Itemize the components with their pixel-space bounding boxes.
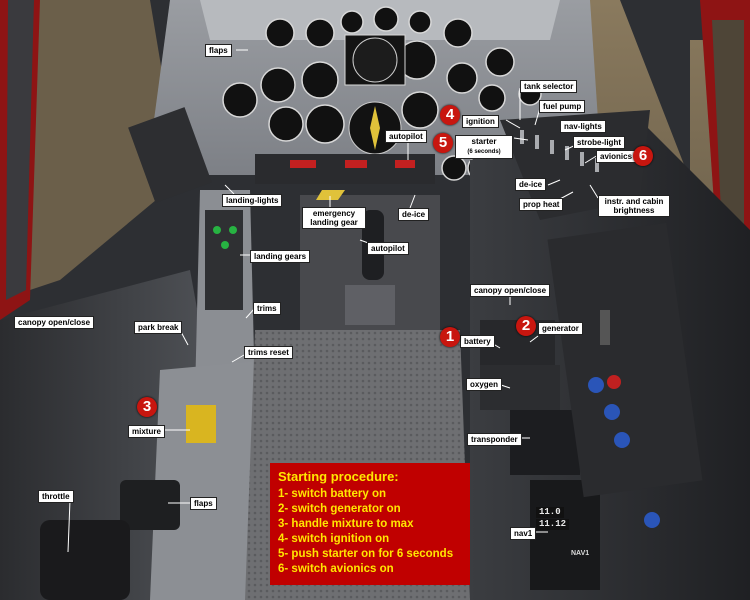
procedure-step-5: 5- push starter on for 6 seconds: [278, 548, 454, 560]
label-trims: trims: [253, 302, 281, 315]
label-trims-reset: trims reset: [244, 346, 293, 359]
procedure-step-2: 2- switch generator on: [278, 503, 401, 515]
label-transponder: transponder: [467, 433, 522, 446]
procedure-title: Starting procedure:: [278, 469, 399, 484]
nav1-freq-standby: 11.12: [536, 519, 570, 530]
procedure-step-4: 4- switch ignition on: [278, 533, 390, 545]
label-starter-note: (6 seconds): [467, 149, 501, 155]
step-badge-starter: 5: [433, 133, 453, 153]
starting-procedure-box: Starting procedure: 1- switch battery on…: [270, 463, 470, 585]
label-oxygen: oxygen: [466, 378, 503, 391]
step-badge-battery: 1: [440, 327, 460, 347]
label-canopy-left: canopy open/close: [14, 316, 95, 329]
procedure-step-6: 6- switch avionics on: [278, 563, 394, 575]
label-flaps-bottom: flaps: [190, 497, 217, 510]
procedure-step-3: 3- handle mixture to max: [278, 518, 414, 530]
label-canopy-right: canopy open/close: [470, 284, 551, 297]
label-starter-text: starter: [471, 137, 497, 146]
label-de-ice-center: de-ice: [398, 208, 430, 221]
nav1-panel-title: NAV1: [571, 550, 590, 557]
step-badge-mixture: 3: [137, 397, 157, 417]
procedure-step-1: 1- switch battery on: [278, 488, 386, 500]
label-fuel-pump: fuel pump: [539, 100, 586, 113]
label-battery: battery: [460, 335, 495, 348]
nav1-freq-active: 11.0: [536, 507, 564, 518]
emergency-gear-handle: [316, 190, 345, 200]
label-flaps-top: flaps: [205, 44, 232, 57]
label-starter: starter (6 seconds): [455, 135, 513, 159]
label-strobe-light: strobe-light: [573, 136, 625, 149]
nav1-panel: [530, 480, 600, 590]
landing-gear-panel: [205, 210, 243, 310]
throttle-lever: [40, 520, 130, 600]
label-landing-gears: landing gears: [250, 250, 311, 263]
label-mixture: mixture: [128, 425, 165, 438]
label-park-break: park break: [134, 321, 183, 334]
label-instr-brightness-line1: instr. and cabin: [604, 197, 664, 206]
step-badge-generator: 2: [516, 316, 536, 336]
autopilot-strip: [255, 154, 435, 184]
label-tank-selector: tank selector: [520, 80, 578, 93]
throttle-body: [120, 480, 180, 530]
left-switch-panel: [128, 107, 212, 203]
label-avionics: avionics: [596, 150, 637, 163]
label-nav-lights: nav-lights: [560, 120, 606, 133]
outside-view-left: [0, 0, 180, 300]
label-prop-heat: prop heat: [519, 198, 564, 211]
label-ignition: ignition: [462, 115, 499, 128]
instrument-panel: [150, 0, 600, 175]
mixture-lever: [186, 405, 216, 443]
label-emergency-gear-line2: landing gear: [310, 218, 358, 227]
label-generator: generator: [538, 322, 583, 335]
label-nav1: nav1: [510, 527, 537, 540]
label-autopilot-center: autopilot: [367, 242, 409, 255]
step-badge-ignition: 4: [440, 105, 460, 125]
label-de-ice-right: de-ice: [515, 178, 547, 191]
step-badge-avionics: 6: [633, 146, 653, 166]
label-autopilot-top: autopilot: [385, 130, 427, 143]
label-emergency-gear-line1: emergency: [312, 209, 356, 218]
outside-view: [150, 0, 750, 280]
label-landing-lights: landing-lights: [222, 194, 283, 207]
label-instr-brightness-line2: brightness: [613, 206, 655, 215]
label-throttle: throttle: [38, 490, 74, 503]
